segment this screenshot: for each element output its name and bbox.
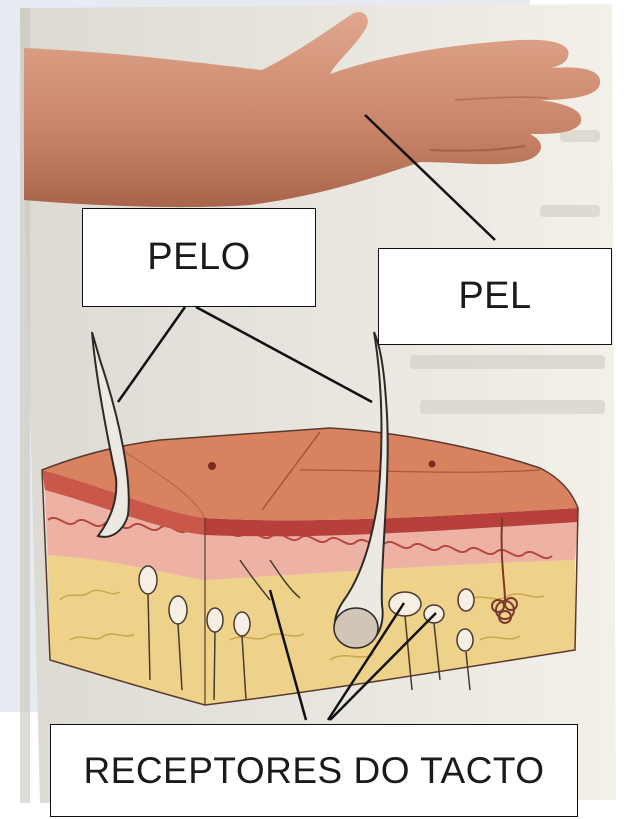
pore	[208, 462, 216, 470]
pore	[429, 461, 436, 468]
label-pelo: PELO	[82, 208, 316, 307]
hair-bulb	[334, 608, 378, 648]
label-pel: PEL	[378, 248, 612, 345]
label-receptores-do-tacto: RECEPTORES DO TACTO	[50, 724, 578, 817]
